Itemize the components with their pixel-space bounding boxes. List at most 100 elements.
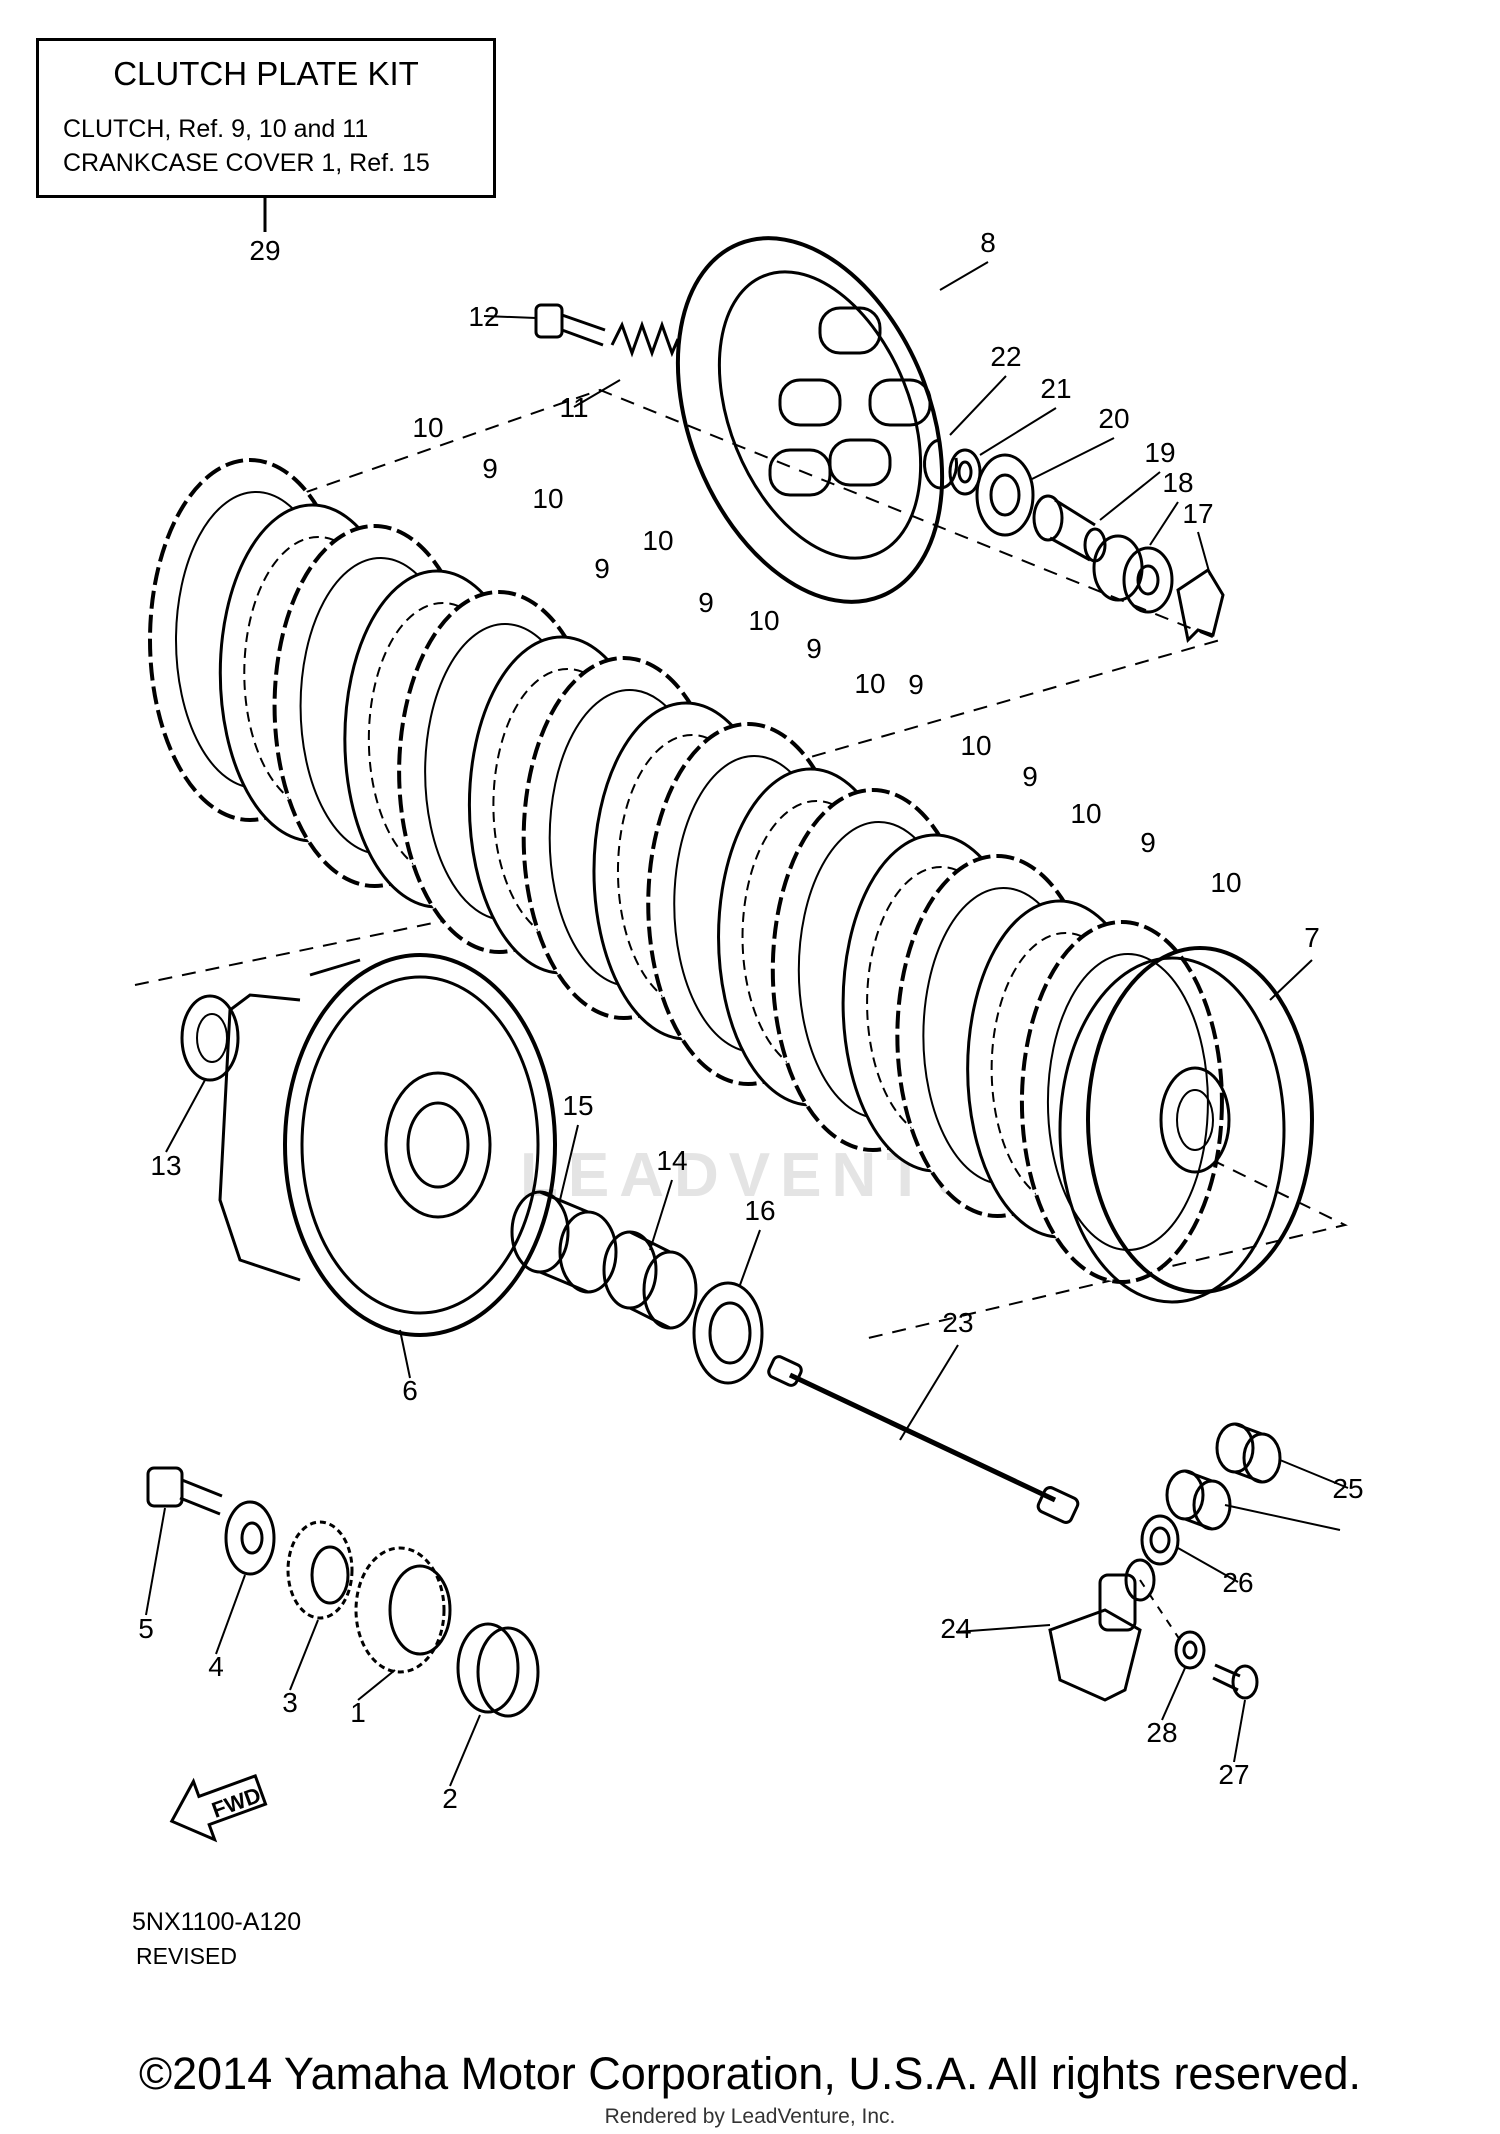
part-19-push-plate [1032,494,1107,563]
callout-8: 8 [980,227,996,258]
callout-10: 10 [642,525,673,556]
callout-10: 10 [412,412,443,443]
leader-line [215,1574,246,1655]
callout-16: 16 [744,1195,775,1226]
part-8-pressure-plate [675,236,945,604]
leader-line [1197,531,1211,576]
callout-9: 9 [482,453,498,484]
leader-line [145,1507,166,1616]
callout-1: 1 [350,1697,366,1728]
diagram-code: 5NX1100-A120 [132,1908,302,1936]
callout-10: 10 [854,668,885,699]
callout-10: 10 [748,605,779,636]
leader-line [1177,1547,1239,1583]
leader-line [357,1669,396,1701]
callout-9: 9 [1140,827,1156,858]
part-27-screw [1212,1663,1259,1700]
callout-6: 6 [402,1375,418,1406]
callout-12: 12 [468,301,499,332]
kit-line-crankcase: CRANKCASE COVER 1, Ref. 15 [63,149,430,177]
leader-line [1224,1504,1341,1531]
callout-28: 28 [1146,1717,1177,1748]
part-17-lock-washer [1176,567,1225,644]
part-23-push-rod [767,1355,1080,1524]
callout-10: 10 [532,483,563,514]
part-22-circlip [923,438,958,490]
leader-line [1233,1699,1246,1763]
leader-line [1269,959,1313,1001]
callout-11: 11 [559,392,588,423]
callout-29: 29 [249,235,280,266]
callout-25: 25 [1332,1473,1363,1504]
callout-9: 9 [698,587,714,618]
fwd-label: FWD [208,1782,264,1823]
callout-20: 20 [1098,403,1129,434]
part-4-washer [224,1500,276,1576]
callout-19: 19 [1144,437,1175,468]
leader-line [739,1229,761,1286]
leader-line [955,1624,1051,1633]
callout-9: 9 [594,553,610,584]
part-13-washer [180,994,240,1082]
callout-18: 18 [1162,467,1193,498]
leader-line [399,1329,411,1379]
callout-14: 14 [656,1145,687,1176]
callout-9: 9 [1022,761,1038,792]
part-28-washer [1174,1630,1206,1670]
part-14-spacer [602,1230,698,1330]
part-15-needle-bearing [510,1190,618,1294]
rendered-by-credit: Rendered by LeadVenture, Inc. [604,2105,896,2128]
callout-2: 2 [442,1783,458,1814]
leader-line [1279,1459,1349,1489]
part-7-clutch-boss [1058,946,1314,1304]
callout-24: 24 [940,1613,971,1644]
leader-line [165,1079,206,1153]
callout-26: 26 [1222,1567,1253,1598]
part-6-clutch-housing [218,953,557,1337]
part-18-collar [1092,534,1174,614]
clutch-plate-kit-box: CLUTCH PLATE KIT CLUTCH, Ref. 9, 10 and … [36,38,496,198]
leader-line [289,1619,319,1691]
leader-line [649,1179,673,1251]
leader-line [449,1714,481,1787]
callout-23: 23 [942,1307,973,1338]
leader-line [559,1124,579,1201]
callout-4: 4 [208,1651,224,1682]
part-24-push-lever [1048,1558,1156,1702]
part-12-bolt [534,303,606,347]
callout-22: 22 [990,341,1021,372]
callout-5: 5 [138,1613,154,1644]
part-25-bearing-lower [1165,1469,1232,1531]
kit-title: CLUTCH PLATE KIT [113,55,419,92]
leader-line [1161,1667,1186,1721]
callout-17: 17 [1182,498,1213,529]
copyright-notice: ©2014 Yamaha Motor Corporation, U.S.A. A… [138,2048,1362,2099]
callout-7: 7 [1304,922,1320,953]
part-11-spring [610,320,680,358]
part-3-gear [286,1520,354,1620]
callout-27: 27 [1218,1759,1249,1790]
part-21-washer [948,448,982,496]
dashed-axis-24 [1139,1579,1181,1641]
part-20-bearing [975,453,1035,537]
callout-leaders [145,261,1349,1787]
part-26-oil-seal [1140,1514,1180,1566]
leader-line [949,375,1007,436]
leader-line [899,1344,959,1441]
part-5-bolt [146,1466,223,1516]
leader-line [1149,501,1179,546]
callout-10: 10 [1210,867,1241,898]
leader-line [979,407,1057,456]
leader-line [939,261,989,291]
callout-3: 3 [282,1687,298,1718]
part-16-thrust-washer [692,1281,764,1385]
callout-10: 10 [960,730,991,761]
revision-label: REVISED [136,1943,237,1969]
dashed-frame-lower [134,878,1348,1341]
leader-line [1029,437,1115,481]
callout-9: 9 [806,633,822,664]
callout-10: 10 [1070,798,1101,829]
